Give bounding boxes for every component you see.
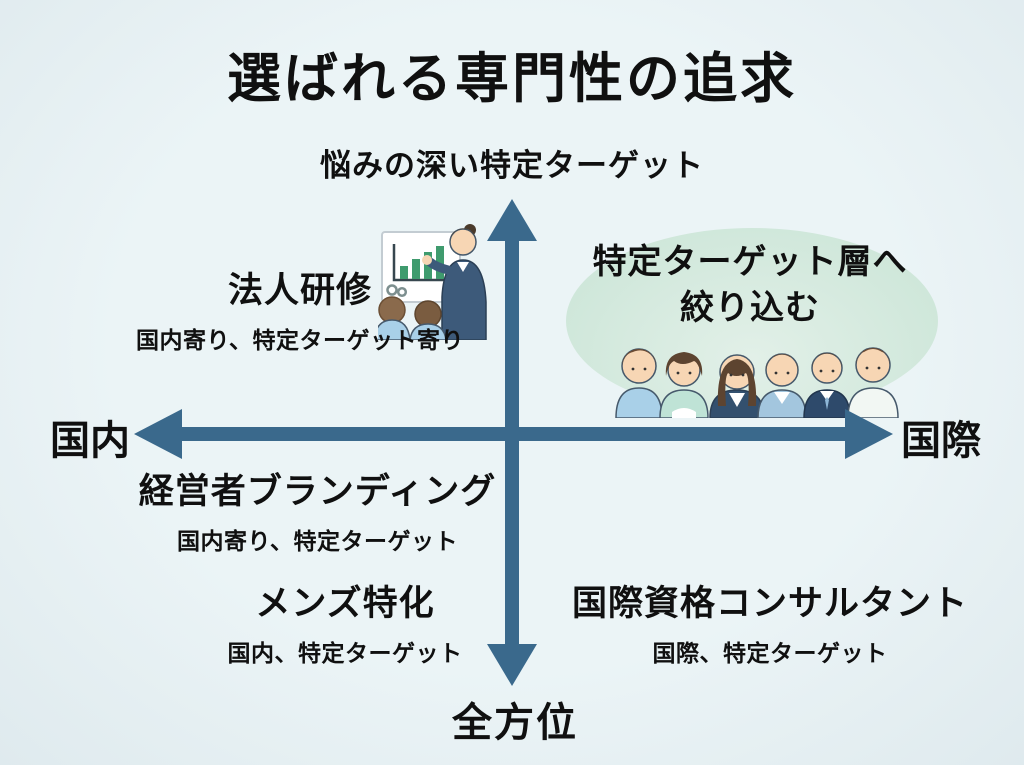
quadrant-title: 経営者ブランディング — [138, 472, 497, 511]
quadrant-subtitle: 国内寄り、特定ターゲット — [176, 528, 459, 554]
quadrant-subtitle: 国内寄り、特定ターゲット寄り — [135, 327, 465, 353]
highlight-label: 特定ターゲット層へ 絞り込む — [540, 240, 960, 332]
target-audience-people-icon — [615, 347, 899, 418]
person-3 — [709, 354, 765, 418]
axis-label-left: 国内 — [50, 419, 130, 463]
person-2 — [659, 352, 709, 418]
axis-label-top: 悩みの深い特定ターゲット — [320, 148, 704, 183]
axis-label-bottom: 全方位 — [452, 701, 578, 745]
quadrant-title: 国際資格コンサルタント — [571, 584, 968, 623]
presenter — [422, 224, 487, 340]
quadrant-subtitle: 国際、特定ターゲット — [652, 640, 888, 666]
audience — [378, 296, 447, 340]
quadrant-bottom-left-lower: メンズ特化 国内、特定ターゲット — [130, 575, 560, 668]
quadrant-title: メンズ特化 — [255, 584, 435, 623]
corporate-training-icon — [378, 224, 487, 340]
highlight-line1: 特定ターゲット層へ — [592, 243, 908, 281]
quadrant-top-left: 法人研修 国内寄り、特定ターゲット寄り — [70, 262, 530, 355]
person-4 — [757, 353, 807, 418]
quadrant-title: 法人研修 — [227, 271, 372, 310]
quadrant-subtitle: 国内、特定ターゲット — [227, 640, 463, 666]
page-title: 選ばれる専門性の追求 — [227, 49, 797, 109]
axis-label-right: 国際 — [901, 419, 981, 463]
person-5 — [803, 352, 851, 418]
person-6 — [847, 347, 899, 418]
person-1 — [615, 348, 663, 418]
highlight-line2: 絞り込む — [680, 288, 820, 327]
quadrant-bottom-left-upper: 経営者ブランディング 国内寄り、特定ターゲット — [95, 463, 540, 556]
quadrant-bottom-right: 国際資格コンサルタント 国際、特定ターゲット — [565, 575, 975, 668]
